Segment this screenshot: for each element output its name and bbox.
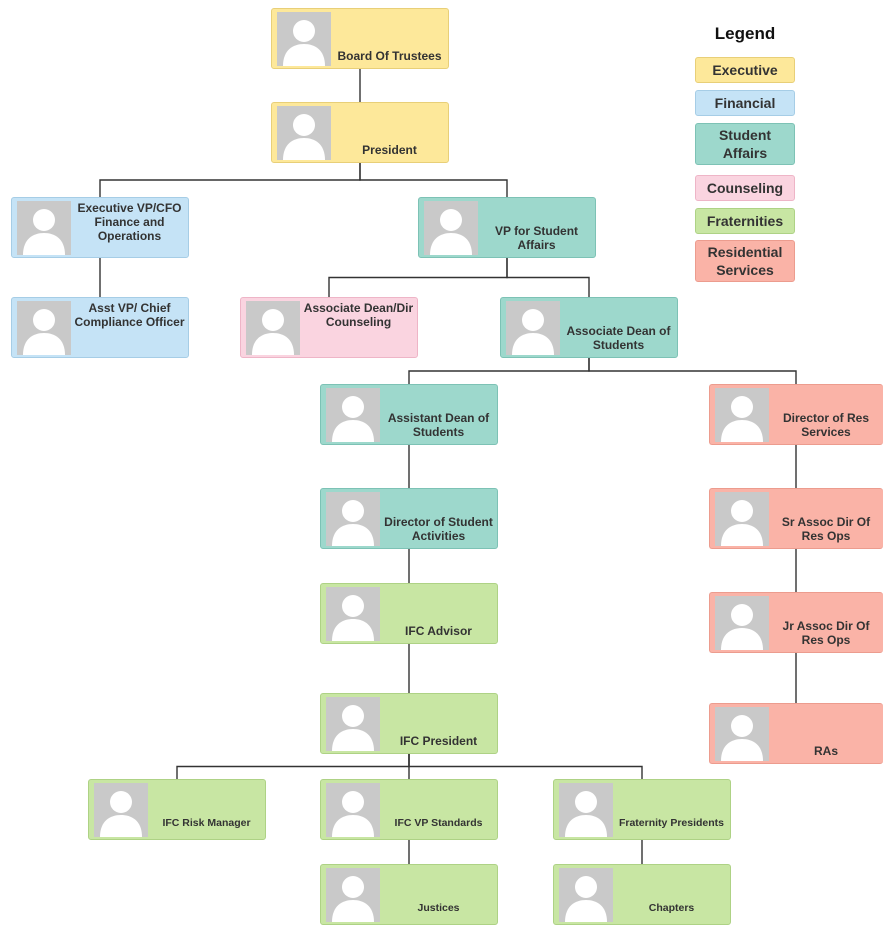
node-label: Jr Assoc Dir Of Res Ops bbox=[782, 619, 870, 647]
node-label: IFC VP Standards bbox=[394, 817, 483, 829]
node-ifc-vp-standards[interactable]: IFC VP Standards bbox=[320, 779, 498, 840]
node-fraternity-presidents[interactable]: Fraternity Presidents bbox=[553, 779, 731, 840]
connector-vp_student_affairs-assoc_dean_counseling bbox=[328, 258, 508, 297]
legend-item-counseling: Counseling bbox=[695, 175, 795, 201]
node-ifc-advisor[interactable]: IFC Advisor bbox=[320, 583, 498, 644]
node-label: Chapters bbox=[648, 902, 695, 914]
node-label: Director of Student Activities bbox=[384, 515, 493, 543]
node-label: VP for Student Affairs bbox=[494, 224, 579, 252]
person-placeholder-icon bbox=[326, 868, 380, 922]
node-label: Director of Res Services bbox=[782, 411, 870, 439]
legend-item-fraternities: Fraternities bbox=[695, 208, 795, 234]
legend-item-executive: Executive bbox=[695, 57, 795, 83]
node-ras[interactable]: RAs bbox=[709, 703, 883, 764]
connector-vp_student_affairs-assoc_dean_students bbox=[506, 258, 590, 297]
person-placeholder-icon bbox=[326, 388, 380, 442]
node-associate-dean-of-students[interactable]: Associate Dean of Students bbox=[500, 297, 678, 358]
person-placeholder-icon bbox=[17, 201, 71, 255]
node-ifc-president[interactable]: IFC President bbox=[320, 693, 498, 754]
person-placeholder-icon bbox=[326, 492, 380, 546]
person-placeholder-icon bbox=[326, 587, 380, 641]
legend-item-financial: Financial bbox=[695, 90, 795, 116]
legend-item-student-affairs: Student Affairs bbox=[695, 123, 795, 165]
connector-president-evp_cfo bbox=[99, 163, 361, 197]
person-placeholder-icon bbox=[94, 783, 148, 837]
node-label: IFC President bbox=[399, 734, 478, 748]
node-label: Associate Dean/Dir Counseling bbox=[303, 301, 414, 329]
node-label: Executive VP/CFO Finance and Operations bbox=[77, 201, 182, 243]
node-label: IFC Risk Manager bbox=[162, 817, 251, 829]
node-president[interactable]: President bbox=[271, 102, 449, 163]
node-director-res-services[interactable]: Director of Res Services bbox=[709, 384, 883, 445]
legend-item-residential-services: Residential Services bbox=[695, 240, 795, 282]
node-label: President bbox=[362, 143, 417, 157]
node-board-of-trustees[interactable]: Board Of Trustees bbox=[271, 8, 449, 69]
node-director-student-activities[interactable]: Director of Student Activities bbox=[320, 488, 498, 549]
node-justices[interactable]: Justices bbox=[320, 864, 498, 925]
person-placeholder-icon bbox=[277, 12, 331, 66]
node-chapters[interactable]: Chapters bbox=[553, 864, 731, 925]
person-placeholder-icon bbox=[326, 697, 380, 751]
person-placeholder-icon bbox=[559, 783, 613, 837]
person-placeholder-icon bbox=[715, 388, 769, 442]
node-label: Justices bbox=[417, 902, 460, 914]
person-placeholder-icon bbox=[326, 783, 380, 837]
person-placeholder-icon bbox=[246, 301, 300, 355]
connector-ifc_president-fraternity_presidents bbox=[408, 754, 643, 779]
person-placeholder-icon bbox=[715, 707, 769, 761]
person-placeholder-icon bbox=[17, 301, 71, 355]
node-jr-assoc-dir-res-ops[interactable]: Jr Assoc Dir Of Res Ops bbox=[709, 592, 883, 653]
node-label: Board Of Trustees bbox=[337, 49, 442, 63]
connector-ifc_president-ifc_risk_manager bbox=[176, 754, 410, 779]
node-assistant-dean-of-students[interactable]: Assistant Dean of Students bbox=[320, 384, 498, 445]
node-label: RAs bbox=[813, 744, 838, 758]
node-ifc-risk-manager[interactable]: IFC Risk Manager bbox=[88, 779, 266, 840]
node-label: Asst VP/ Chief Compliance Officer bbox=[74, 301, 185, 329]
node-vp-student-affairs[interactable]: VP for Student Affairs bbox=[418, 197, 596, 258]
node-label: Sr Assoc Dir Of Res Ops bbox=[781, 515, 871, 543]
person-placeholder-icon bbox=[715, 492, 769, 546]
node-label: Fraternity Presidents bbox=[618, 817, 725, 829]
connector-assoc_dean_students-dir_res_services bbox=[588, 358, 797, 384]
node-label: Associate Dean of Students bbox=[566, 324, 671, 352]
node-asst-vp-compliance[interactable]: Asst VP/ Chief Compliance Officer bbox=[11, 297, 189, 358]
node-executive-vp-cfo[interactable]: Executive VP/CFO Finance and Operations bbox=[11, 197, 189, 258]
node-label: IFC Advisor bbox=[405, 624, 472, 638]
connector-president-vp_student_affairs bbox=[359, 163, 508, 197]
person-placeholder-icon bbox=[277, 106, 331, 160]
legend-title: Legend bbox=[714, 24, 776, 43]
node-associate-dean-counseling[interactable]: Associate Dean/Dir Counseling bbox=[240, 297, 418, 358]
node-label: Assistant Dean of Students bbox=[387, 411, 490, 439]
person-placeholder-icon bbox=[506, 301, 560, 355]
person-placeholder-icon bbox=[559, 868, 613, 922]
person-placeholder-icon bbox=[715, 596, 769, 650]
connector-assoc_dean_students-asst_dean_students bbox=[408, 358, 590, 384]
node-sr-assoc-dir-res-ops[interactable]: Sr Assoc Dir Of Res Ops bbox=[709, 488, 883, 549]
person-placeholder-icon bbox=[424, 201, 478, 255]
